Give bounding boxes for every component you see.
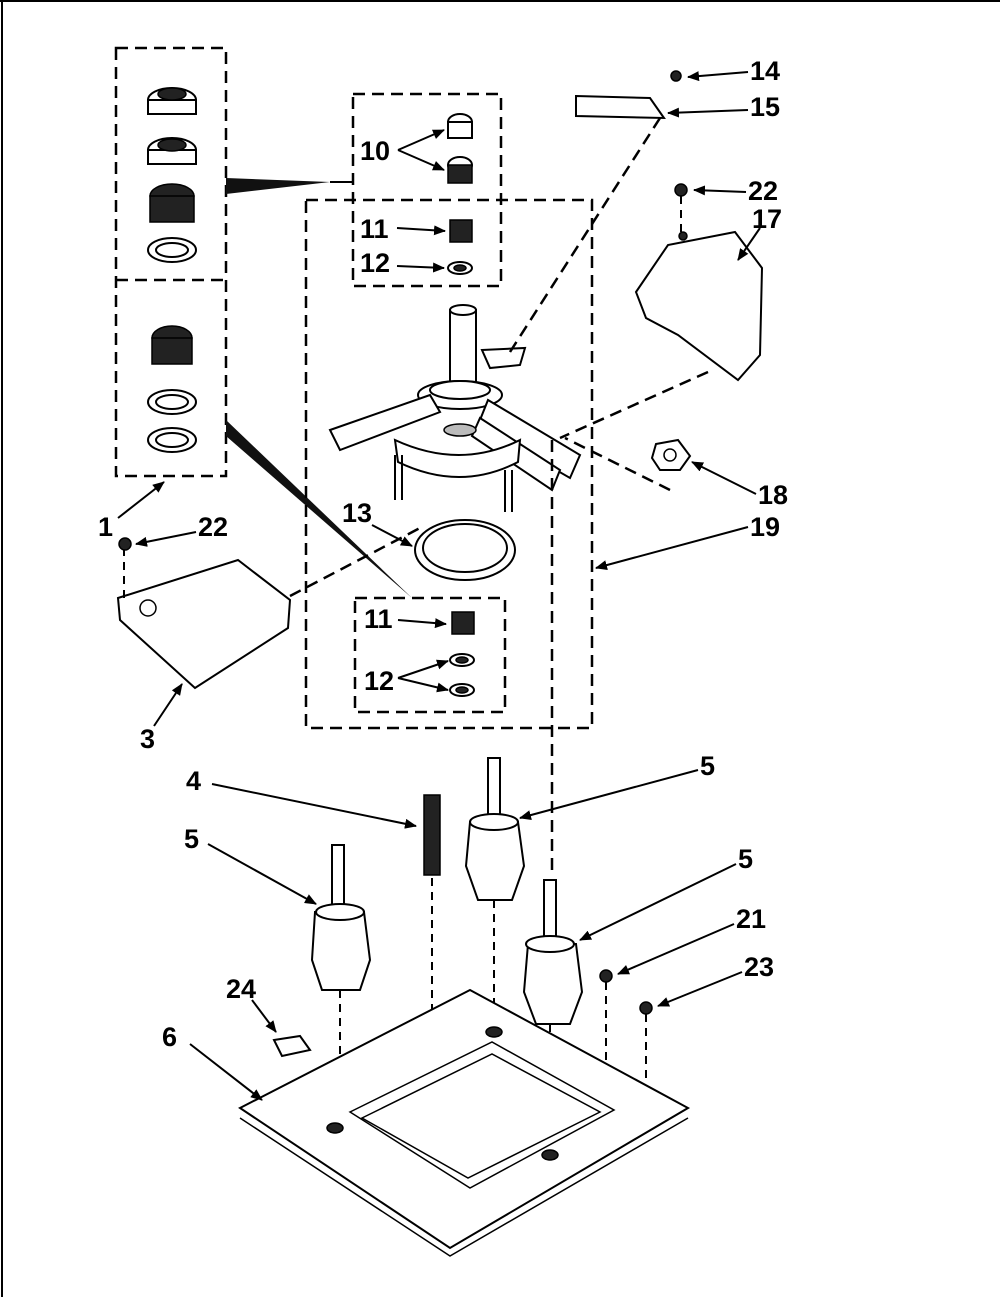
leader-18 <box>691 461 757 495</box>
clip-24 <box>272 1034 312 1058</box>
leader-22-right <box>693 185 747 196</box>
bracket-15 <box>575 70 682 120</box>
callout-5-middle: 5 <box>700 751 715 781</box>
assembly-box-19 <box>304 198 594 730</box>
spring-4 <box>423 794 441 1030</box>
callout-18: 18 <box>758 480 788 510</box>
callout-19: 19 <box>750 512 780 542</box>
leader-6 <box>189 1043 263 1101</box>
bolt-23 <box>639 1001 653 1080</box>
leader-11-bottom <box>397 618 447 629</box>
leader-5-middle <box>519 769 699 820</box>
callout-22-right: 22 <box>748 176 778 206</box>
callout-11-bottom: 11 <box>364 604 393 634</box>
callout-12-bottom: 12 <box>364 666 394 696</box>
leader-12-top <box>396 262 445 273</box>
callout-11-top: 11 <box>360 214 389 244</box>
nut-18 <box>650 438 692 471</box>
leader-24 <box>251 999 277 1033</box>
leader-12a-bottom <box>397 659 449 679</box>
nut-18-dashed-leader <box>564 436 671 492</box>
ring-seal-13 <box>414 519 516 581</box>
leader-13 <box>371 524 413 547</box>
kit-1-bearing-lower <box>147 325 197 453</box>
leader-11-top <box>396 225 446 236</box>
upper-kit-parts <box>447 113 473 275</box>
leader-15 <box>667 107 749 118</box>
transmission-assembly <box>328 304 582 512</box>
bolt-21 <box>599 969 613 1075</box>
callout-22-left: 22 <box>198 512 228 542</box>
callout-12-top: 12 <box>360 248 390 278</box>
leader-17 <box>737 227 761 261</box>
leader-21 <box>617 923 735 975</box>
callout-3: 3 <box>140 724 155 754</box>
lower-kit-parts <box>449 611 475 697</box>
callout-15: 15 <box>750 92 780 122</box>
leader-3 <box>153 683 183 727</box>
shield-17-dashed-leader <box>559 370 709 440</box>
callout-23: 23 <box>744 952 774 982</box>
callout-10: 10 <box>360 136 390 166</box>
callout-6: 6 <box>162 1022 177 1052</box>
callout-14: 14 <box>750 56 780 86</box>
leader-22-left <box>135 531 197 547</box>
leader-19 <box>595 526 749 570</box>
leader-1 <box>117 481 165 519</box>
callout-5-right: 5 <box>738 844 753 874</box>
shield-plate-17 <box>634 183 764 382</box>
leader-10b <box>397 149 445 171</box>
leader-5-right <box>579 863 737 941</box>
leader-23 <box>657 971 743 1007</box>
leader-10a <box>397 129 445 151</box>
callout-24: 24 <box>226 974 256 1004</box>
kit-1-group <box>114 46 412 598</box>
callout-1: 1 <box>98 512 113 542</box>
callout-21: 21 <box>736 904 766 934</box>
suspension-strut-middle <box>464 757 526 1032</box>
leader-5-left <box>207 843 317 905</box>
bracket-15-dashed-leader <box>508 117 662 353</box>
callout-4: 4 <box>186 766 201 796</box>
shield-3-dashed-leader <box>289 526 421 598</box>
shield-plate-3 <box>116 537 292 690</box>
callout-13: 13 <box>342 498 372 528</box>
leader-12b-bottom <box>397 677 449 693</box>
callout-5-left: 5 <box>184 824 199 854</box>
base-frame-6 <box>238 988 691 1257</box>
suspension-strut-right <box>522 879 584 1155</box>
leader-4 <box>211 783 417 829</box>
leader-14 <box>687 71 749 82</box>
kit-1-bearing-upper <box>147 87 197 263</box>
callout-17: 17 <box>752 204 782 234</box>
